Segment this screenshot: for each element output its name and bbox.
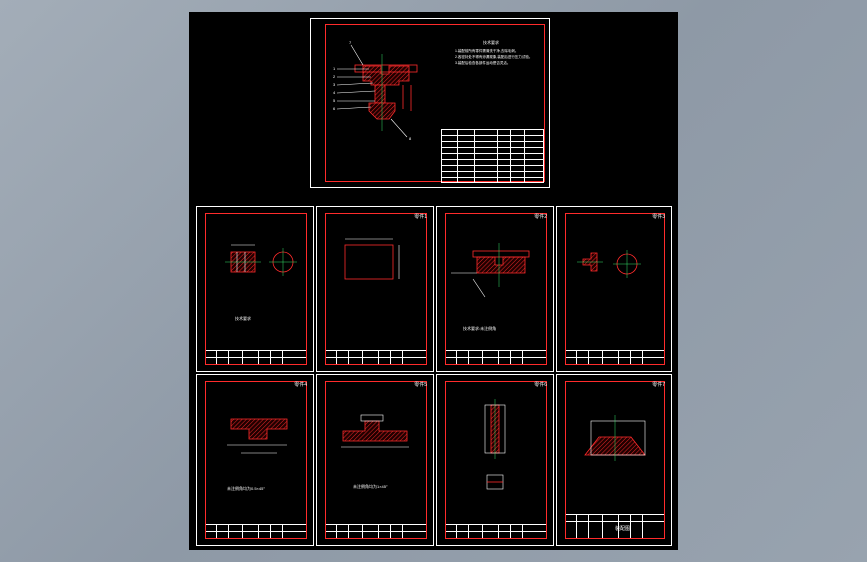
assembly-note-1: 1.装配前所有零件需清洗干净,去除毛刺。 — [455, 49, 519, 53]
part-sheet-2[interactable]: 零件1 — [316, 206, 434, 372]
sheet-tag-5: 零件4 — [294, 382, 307, 388]
title-block-4 — [566, 350, 664, 364]
title-block-3 — [446, 350, 546, 364]
part-view-7 — [484, 399, 506, 490]
part-number-4: 4 — [333, 90, 336, 95]
sheet-tag-7: 零件6 — [534, 382, 547, 388]
part-number-6: 6 — [333, 106, 336, 111]
part-view-3 — [451, 243, 530, 298]
title-block-2 — [326, 350, 426, 364]
part-sheet-3[interactable]: 零件2 技术要求:未注倒角 — [436, 206, 554, 372]
part-number-1: 1 — [333, 66, 336, 71]
sheet-note-1: 技术要求 — [235, 316, 251, 321]
final-title: 装配图 — [615, 526, 631, 532]
sheet-tag-6: 零件5 — [414, 382, 427, 388]
part-sheet-1[interactable]: 技术要求 — [196, 206, 314, 372]
part-number-leaders — [336, 44, 408, 138]
sheet-tag-2: 零件1 — [414, 214, 427, 220]
assembly-sheet[interactable]: 技术要求 1.装配前所有零件需清洗干净,去除毛刺。 2.各密封处不得有渗漏现象,… — [310, 18, 550, 188]
title-block-6 — [326, 524, 426, 538]
sheet-note-5: 未注倒角均为0.5×45° — [227, 486, 265, 491]
sheet-tag-8: 零件7 — [652, 382, 665, 388]
title-block-5 — [206, 524, 306, 538]
title-block-7 — [446, 524, 546, 538]
assembly-note-3: 3.装配后检查各部件运动是否灵活。 — [455, 61, 511, 65]
title-block-8 — [566, 514, 664, 538]
parts-list-table[interactable] — [441, 129, 544, 183]
assembly-note-2: 2.各密封处不得有渗漏现象,装配后进行压力试验。 — [455, 55, 533, 59]
sheet-note-6: 未注倒角均为1×45° — [353, 484, 388, 489]
cad-drawing-canvas[interactable]: 技术要求 1.装配前所有零件需清洗干净,去除毛刺。 2.各密封处不得有渗漏现象,… — [189, 12, 678, 550]
sheet-tag-4: 零件3 — [652, 214, 665, 220]
title-block-1 — [206, 350, 306, 364]
assembly-view — [336, 44, 418, 138]
part-view-6 — [341, 414, 409, 448]
sheet-tag-3: 零件2 — [534, 214, 547, 220]
part-sheet-5[interactable]: 零件4 未注倒角均为0.5×45° — [196, 374, 314, 546]
part-number-3: 3 — [333, 82, 336, 87]
part-sheet-4[interactable]: 零件3 — [556, 206, 672, 372]
part-view-8 — [584, 415, 646, 461]
part-view-4 — [577, 250, 641, 278]
part-view-2 — [344, 238, 400, 280]
assembly-notes-title: 技术要求 — [483, 40, 499, 45]
part-number-5: 5 — [333, 98, 336, 103]
part-number-2: 2 — [333, 74, 336, 79]
part-sheet-8[interactable]: 零件7 装配图 — [556, 374, 672, 546]
sheet-note-3: 技术要求:未注倒角 — [463, 326, 497, 331]
assembly-shaft-hatch — [374, 84, 386, 104]
part-number-7: 7 — [349, 40, 352, 45]
part-number-8: 8 — [409, 136, 412, 141]
assembly-housing-hatch — [362, 65, 410, 86]
part-view-5 — [227, 418, 288, 454]
part-sheet-6[interactable]: 零件5 未注倒角均为1×45° — [316, 374, 434, 546]
part-sheet-7[interactable]: 零件6 — [436, 374, 554, 546]
part-view-1 — [225, 244, 297, 276]
